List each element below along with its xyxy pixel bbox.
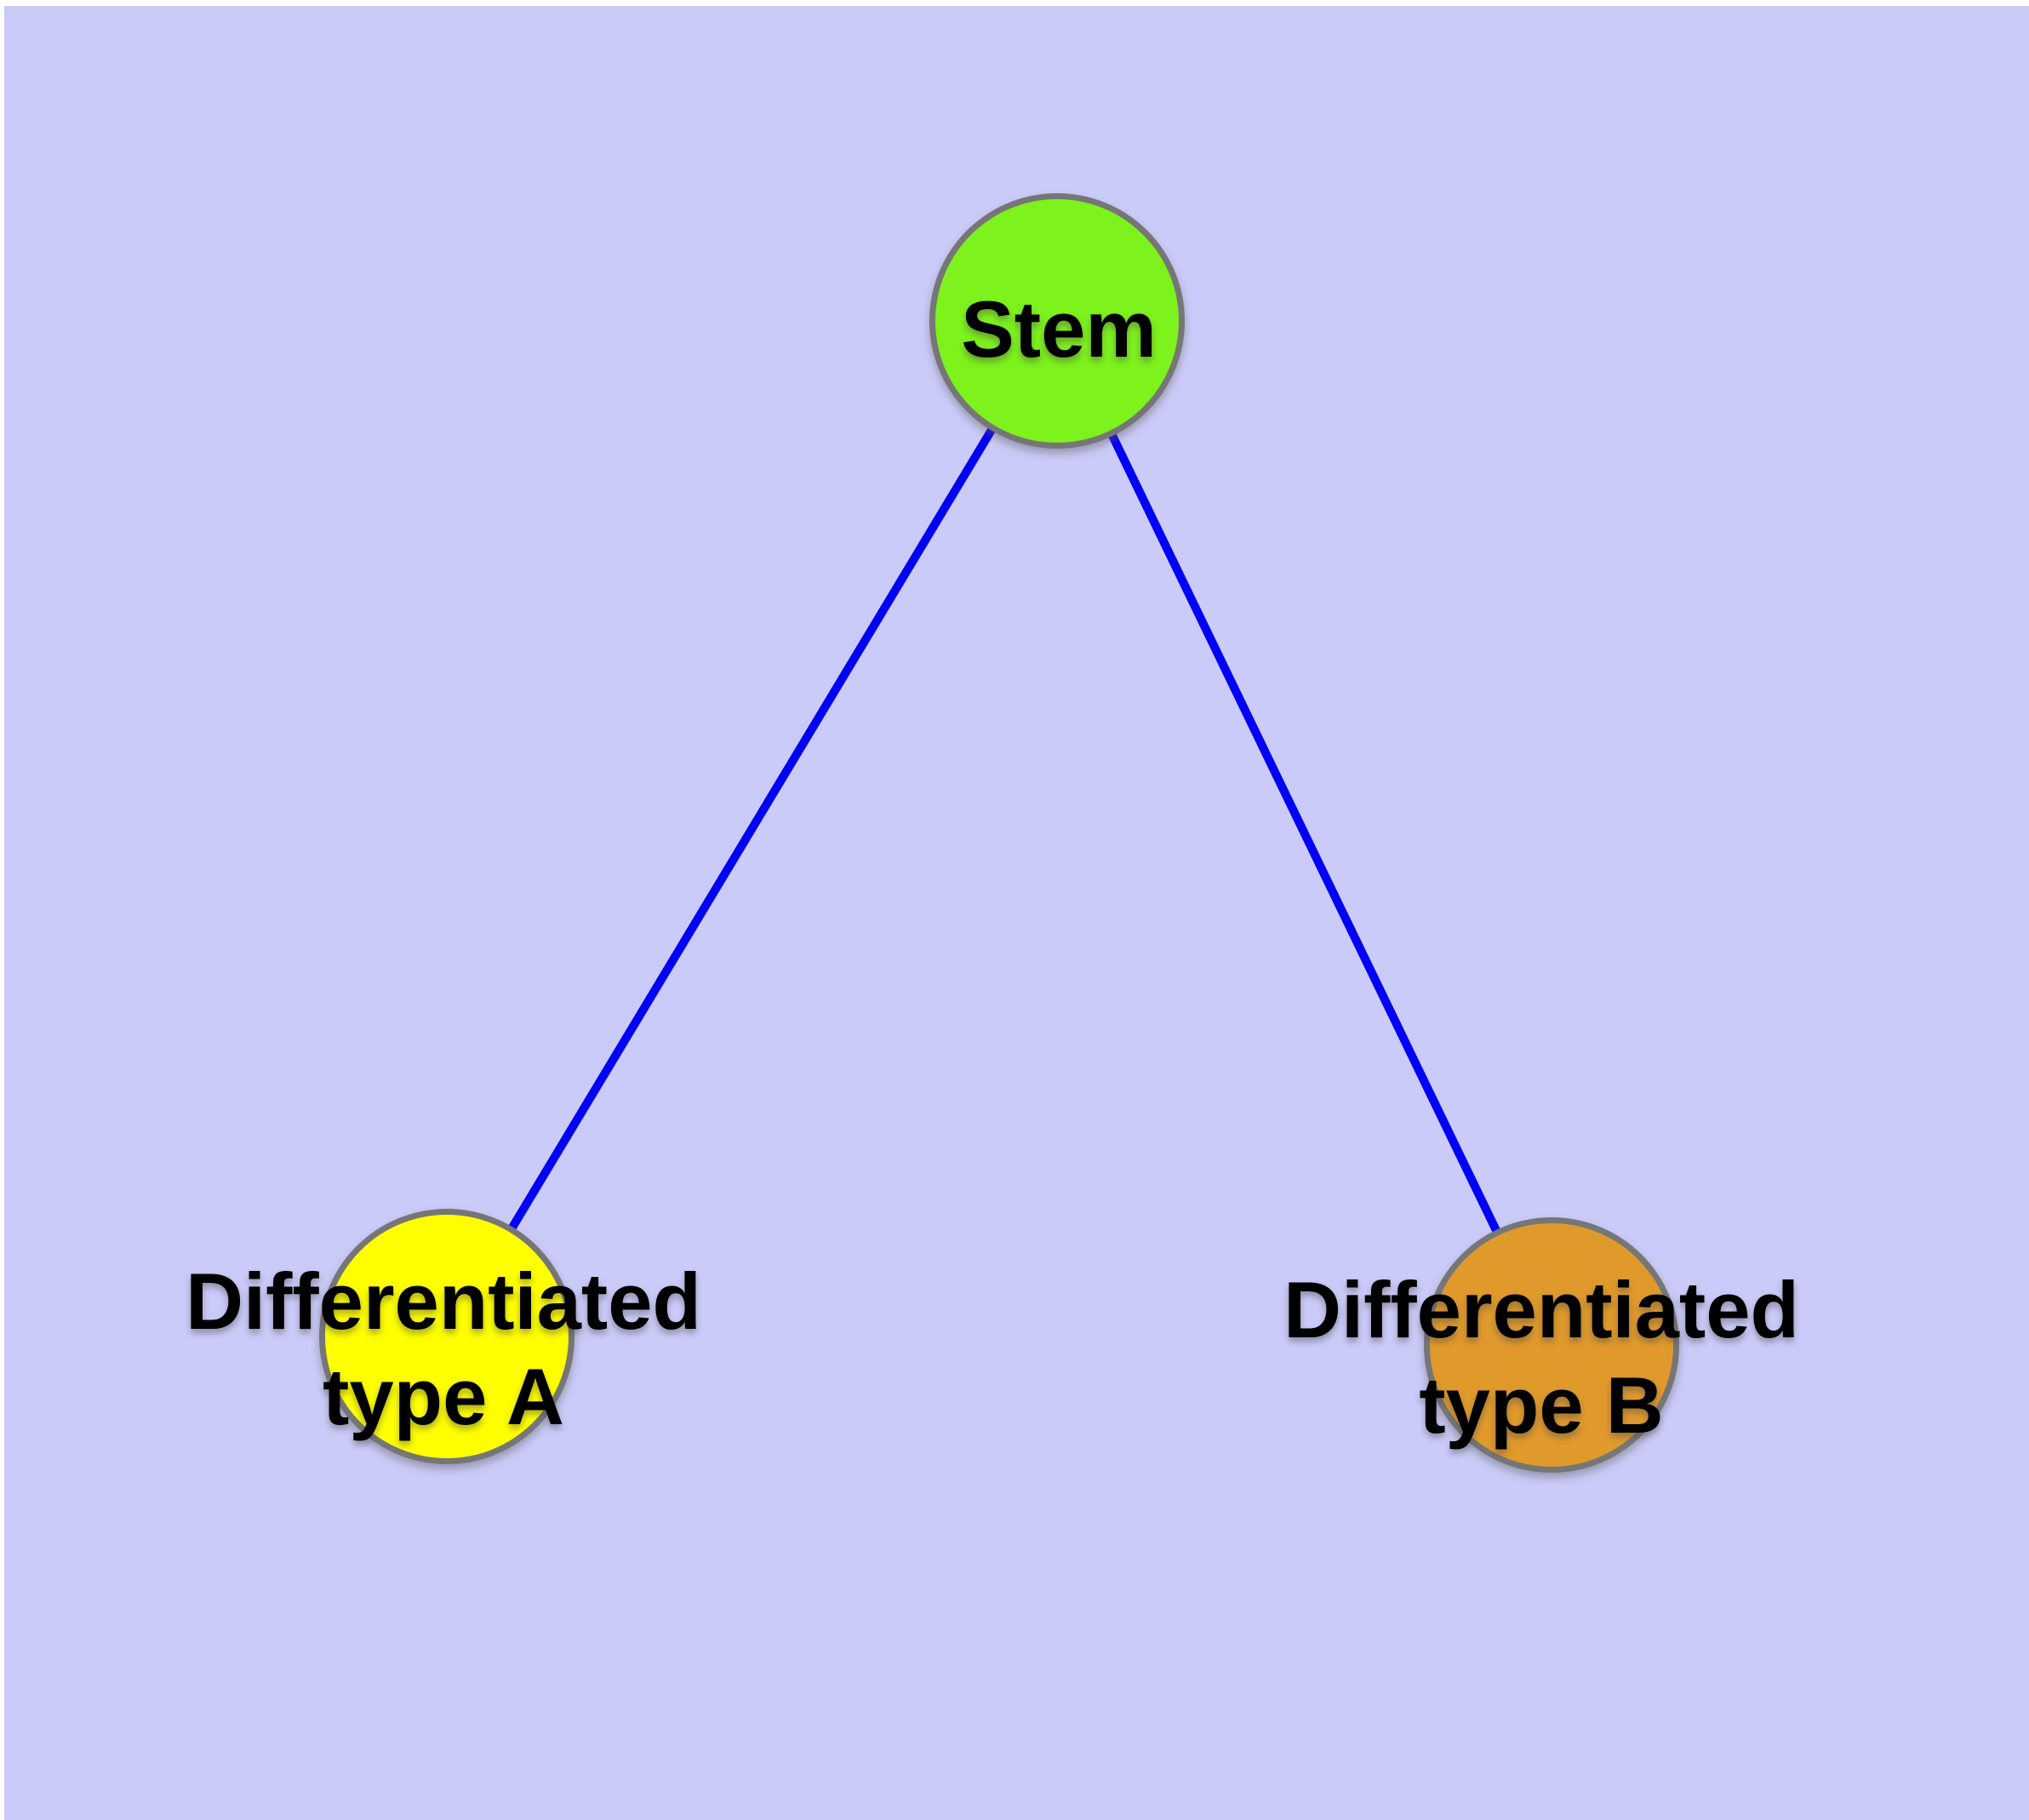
edge-stem-to-type-b bbox=[1053, 318, 1556, 1348]
node-differentiated-type-a[interactable] bbox=[319, 1209, 574, 1464]
node-stem[interactable] bbox=[929, 193, 1185, 449]
node-differentiated-type-b[interactable] bbox=[1424, 1217, 1679, 1473]
edge-stem-to-type-a bbox=[443, 318, 1061, 1339]
edges-layer bbox=[443, 318, 1556, 1348]
diagram-canvas: Stem Differentiated type A Differentiate… bbox=[4, 6, 2029, 1820]
